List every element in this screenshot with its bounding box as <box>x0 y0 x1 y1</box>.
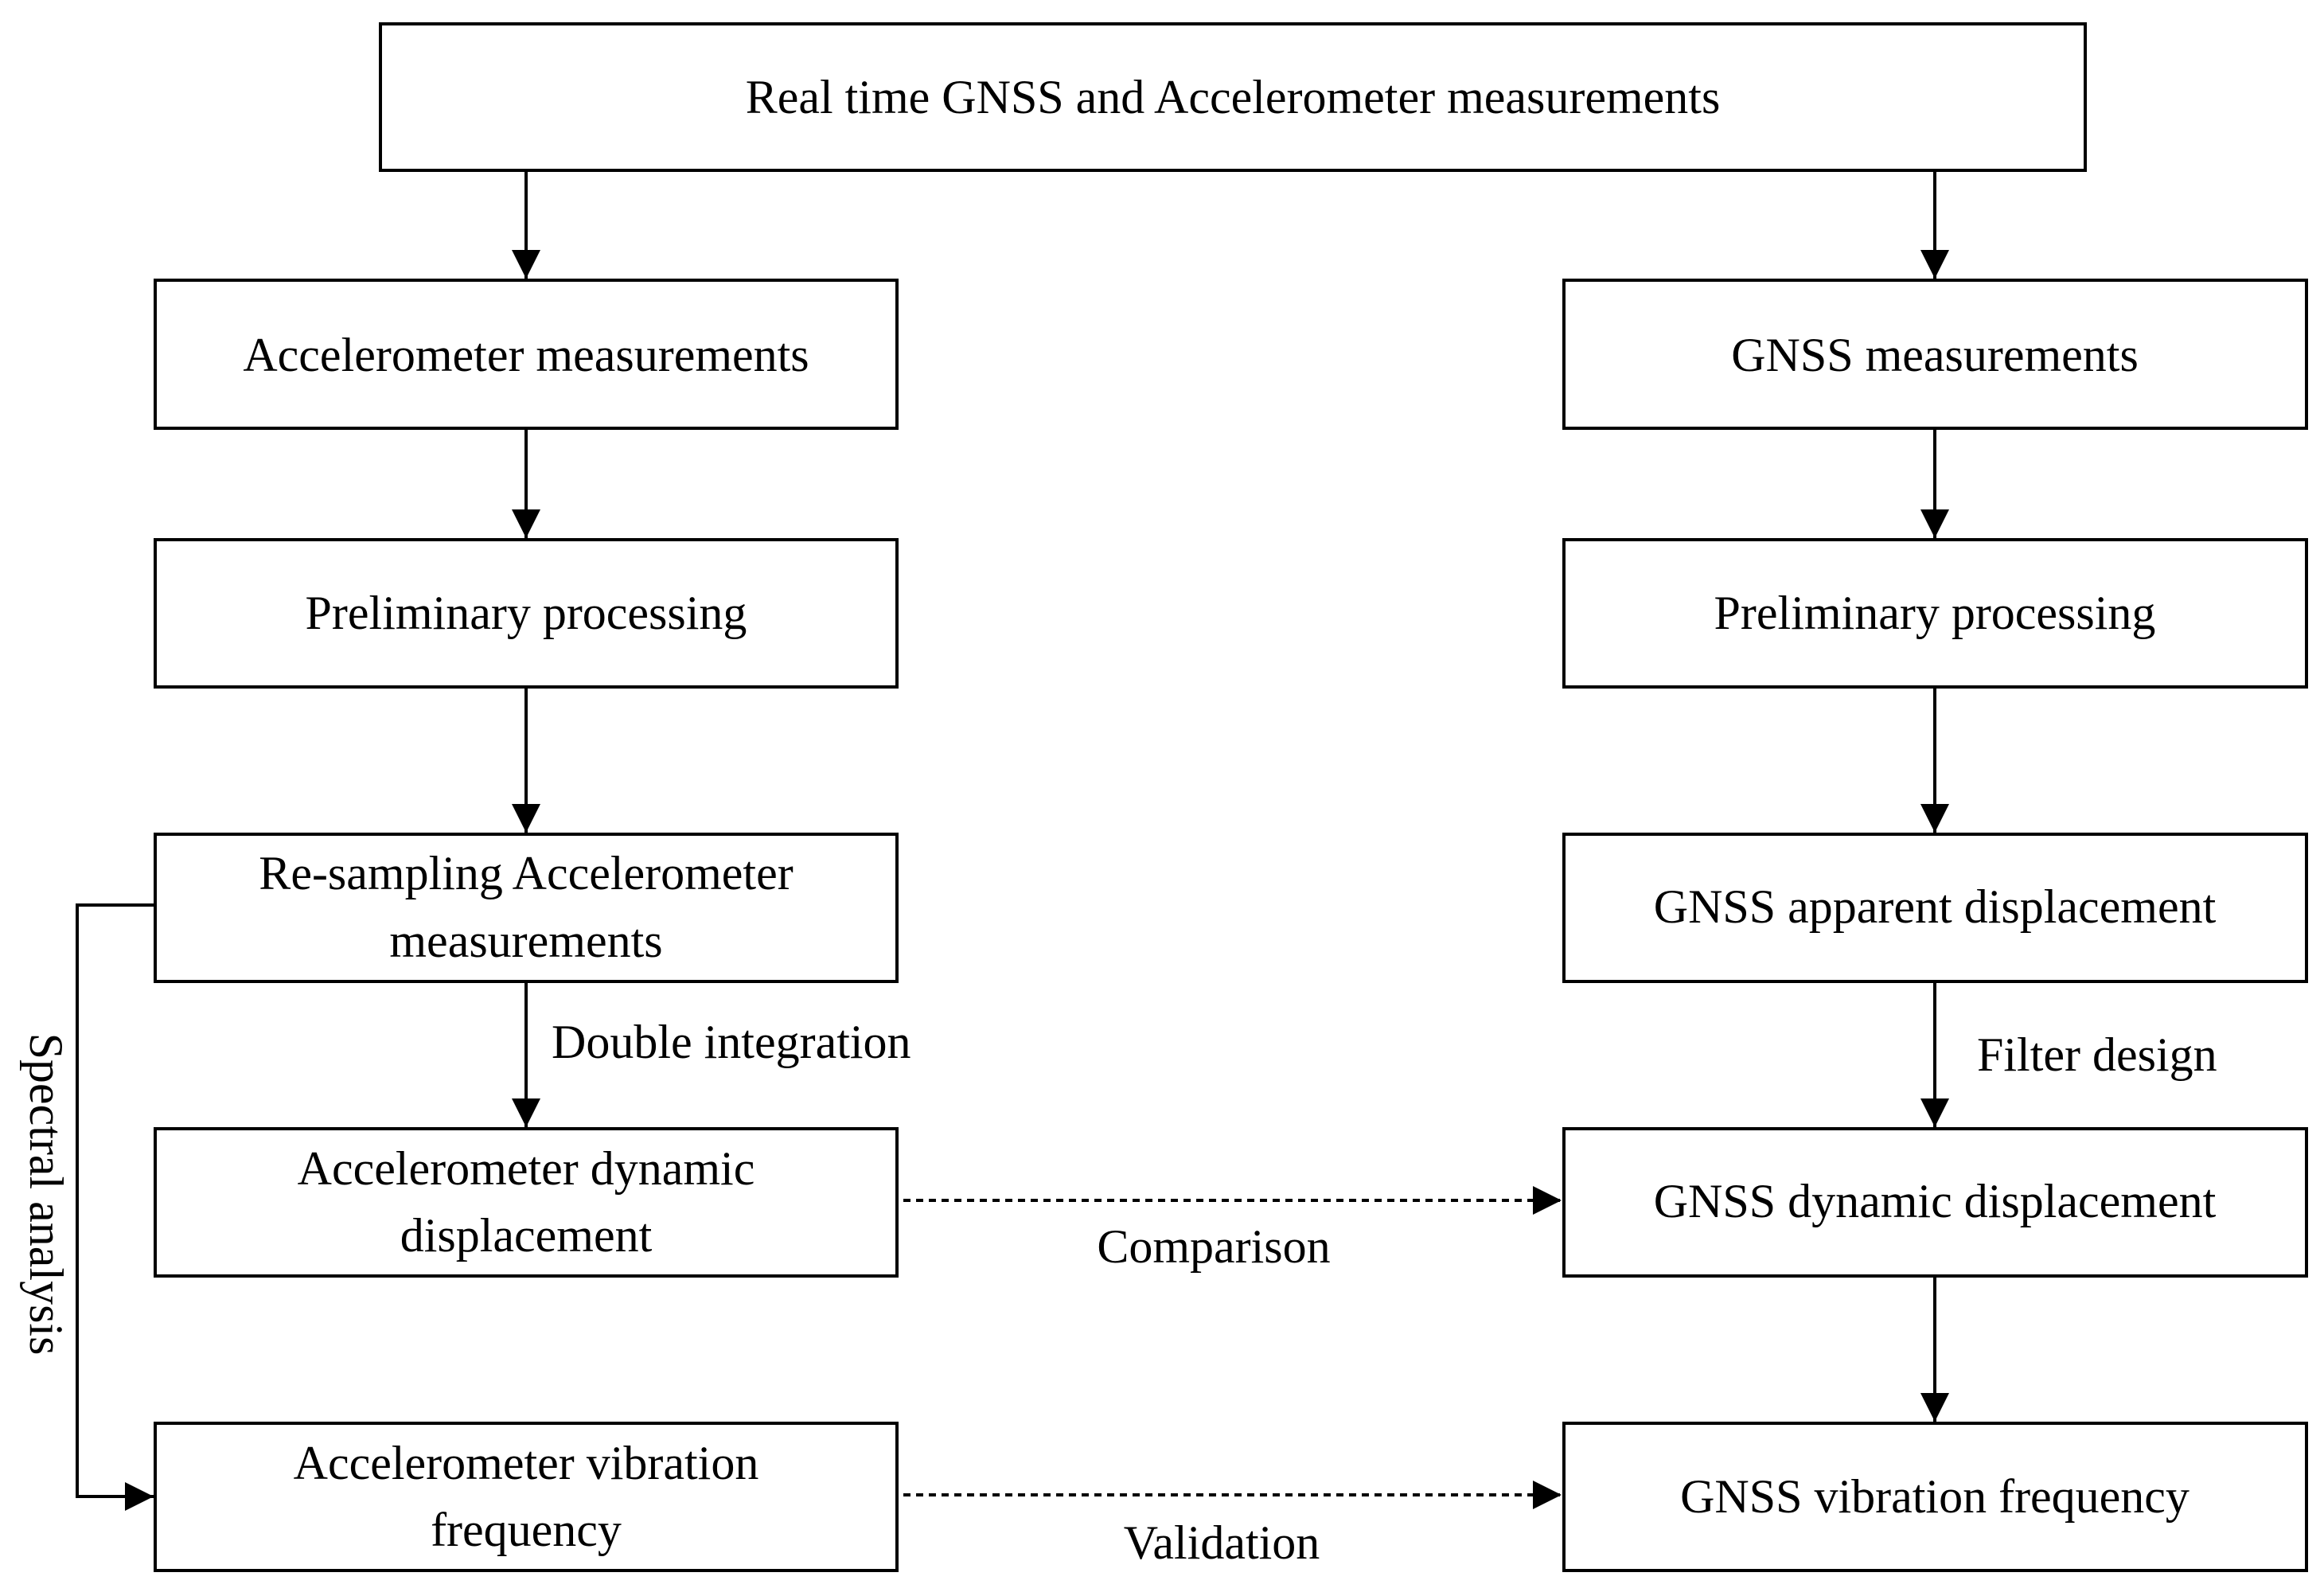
arrow-spectral-analysis <box>76 903 155 1511</box>
node-top-label: Real time GNSS and Accelerometer measure… <box>746 71 1721 123</box>
node-resampling-accelerometer-label-line2: measurements <box>389 915 662 967</box>
node-gnss-vibration-frequency-label: GNSS vibration frequency <box>1680 1470 2189 1523</box>
node-gnss-preliminary-processing: Preliminary processing <box>1562 538 2308 689</box>
node-accelerometer-dynamic-displacement: Accelerometer dynamic displacement <box>154 1127 899 1278</box>
node-gnss-dynamic-displacement-label: GNSS dynamic displacement <box>1654 1175 2217 1227</box>
node-gnss-apparent-displacement-label: GNSS apparent displacement <box>1654 880 2217 933</box>
label-validation: Validation <box>1124 1516 1320 1569</box>
label-double-integration: Double integration <box>552 1016 911 1068</box>
node-accelerometer-vibration-frequency-label-line2: frequency <box>431 1504 622 1556</box>
node-gnss-measurements-label: GNSS measurements <box>1731 329 2139 381</box>
node-gnss-measurements: GNSS measurements <box>1562 279 2308 430</box>
label-spectral-analysis: Spectral analysis <box>20 1033 72 1356</box>
node-accelerometer-measurements: Accelerometer measurements <box>154 279 899 430</box>
node-accelerometer-preliminary-processing: Preliminary processing <box>154 538 899 689</box>
node-accelerometer-measurements-label: Accelerometer measurements <box>243 329 809 381</box>
node-gnss-apparent-displacement: GNSS apparent displacement <box>1562 833 2308 983</box>
node-resampling-accelerometer-label-line1: Re-sampling Accelerometer <box>259 847 793 899</box>
node-top: Real time GNSS and Accelerometer measure… <box>379 22 2087 172</box>
node-resampling-accelerometer: Re-sampling Accelerometer measurements <box>154 833 899 983</box>
node-accelerometer-dynamic-displacement-label-line2: displacement <box>400 1209 653 1262</box>
node-accelerometer-preliminary-processing-label: Preliminary processing <box>306 587 747 639</box>
node-accelerometer-vibration-frequency-label-line1: Accelerometer vibration <box>294 1437 759 1489</box>
node-accelerometer-dynamic-displacement-label-line1: Accelerometer dynamic <box>298 1142 755 1195</box>
node-gnss-preliminary-processing-label: Preliminary processing <box>1714 587 2156 639</box>
node-accelerometer-vibration-frequency: Accelerometer vibration frequency <box>154 1422 899 1572</box>
label-filter-design: Filter design <box>1977 1028 2217 1081</box>
label-comparison: Comparison <box>1097 1220 1330 1273</box>
node-gnss-dynamic-displacement: GNSS dynamic displacement <box>1562 1127 2308 1278</box>
node-gnss-vibration-frequency: GNSS vibration frequency <box>1562 1422 2308 1572</box>
